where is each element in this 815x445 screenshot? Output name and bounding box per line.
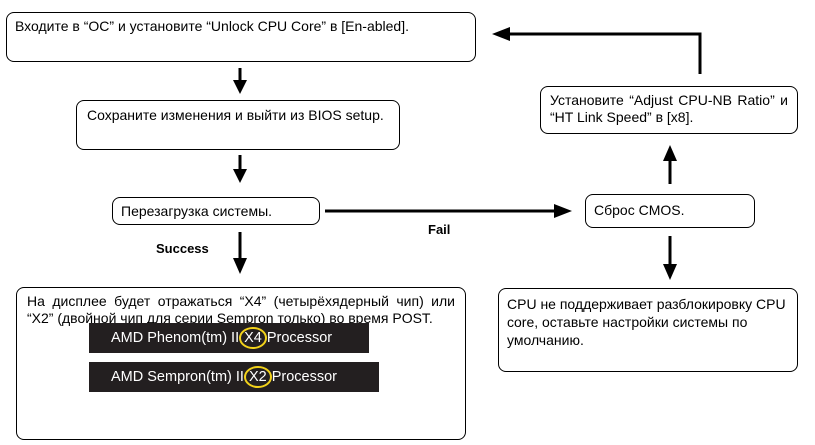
arrow-save-to-reboot [233, 155, 247, 183]
step-save-exit-text: Сохраните изменения и выйти из BIOS setu… [87, 107, 384, 123]
highlight-x2: X2 [243, 366, 272, 388]
step-adjust-ratio-text: Установите “Adjust CPU-NB Ratio” и “HT L… [550, 92, 788, 125]
step-not-supported-text: CPU не поддерживает разблокировку CPU co… [507, 296, 786, 348]
step-reboot: Перезагрузка системы. [112, 197, 320, 225]
arrow-enter-to-save [233, 68, 247, 94]
step-adjust-ratio: Установите “Adjust CPU-NB Ratio” и “HT L… [540, 86, 798, 134]
banner-sempron-prefix: AMD Sempron(tm) II [111, 369, 244, 385]
banner-phenom-suffix: Processor [266, 330, 333, 346]
step-enter-oc-text: Входите в “OC” и установите “Unlock CPU … [15, 18, 409, 34]
arrow-cmos-to-unsupported [663, 236, 677, 280]
step-save-exit: Сохраните изменения и выйти из BIOS setu… [76, 100, 400, 150]
step-not-supported: CPU не поддерживает разблокировку CPU co… [498, 288, 798, 372]
step-clear-cmos: Сброс CMOS. [585, 194, 755, 228]
banner-sempron-suffix: Processor [271, 369, 337, 385]
label-success: Success [156, 241, 209, 256]
step-clear-cmos-text: Сброс CMOS. [594, 202, 685, 218]
step-post-display-text: На дисплее будет отражаться “X4” (четырё… [27, 293, 455, 326]
step-reboot-text: Перезагрузка системы. [121, 203, 273, 219]
arrow-reboot-to-cmos [325, 204, 572, 218]
arrow-adjust-to-enter [492, 27, 702, 74]
banner-phenom-prefix: AMD Phenom(tm) II [111, 330, 240, 346]
arrow-cmos-to-adjust [663, 145, 677, 184]
label-fail: Fail [428, 222, 451, 237]
arrow-reboot-to-post [233, 232, 247, 274]
highlight-x4: X4 [239, 327, 267, 349]
step-enter-oc: Входите в “OC” и установите “Unlock CPU … [6, 12, 476, 62]
